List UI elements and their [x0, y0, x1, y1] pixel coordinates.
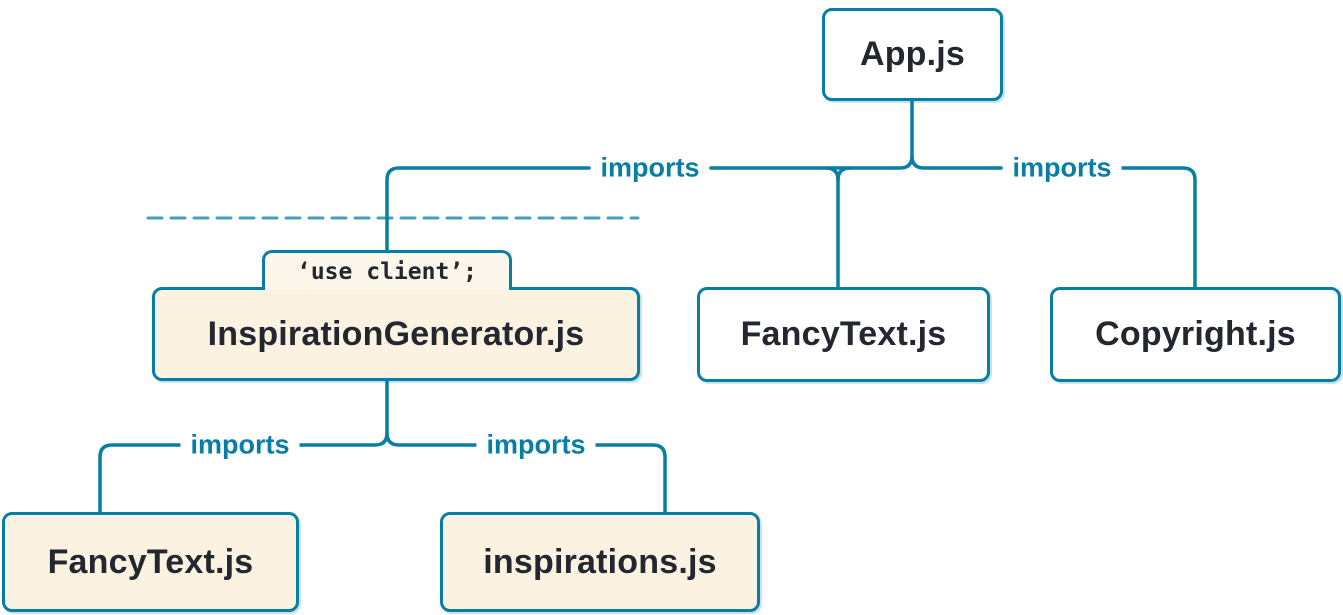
node-label: App.js [859, 35, 966, 73]
node-copyright-js: Copyright.js [1050, 287, 1341, 382]
node-app-js: App.js [822, 8, 1003, 101]
edge-label-imports: imports [476, 429, 596, 461]
node-label: FancyText.js [740, 315, 947, 353]
node-label: inspirations.js [483, 542, 717, 581]
node-label: FancyText.js [47, 542, 254, 581]
node-fancy-text-js-top: FancyText.js [697, 287, 990, 382]
node-label: InspirationGenerator.js [207, 314, 585, 353]
node-fancy-text-js-bottom: FancyText.js [2, 512, 299, 612]
node-inspirations-js: inspirations.js [440, 512, 760, 612]
edge-inspiration-to-inspirations [385, 431, 667, 518]
node-label: Copyright.js [1095, 315, 1296, 353]
edge-label-imports: imports [1002, 152, 1122, 184]
edge-label-imports: imports [590, 152, 710, 184]
edge-app-to-fancy-text-fillet [836, 166, 852, 182]
edge-app-to-copyright [910, 154, 1197, 293]
use-client-directive-tag: ‘use client’; [262, 250, 512, 290]
edge-label-imports: imports [180, 429, 300, 461]
edge-app-to-fancy-text [824, 166, 840, 293]
node-inspiration-generator-js: InspirationGenerator.js [152, 287, 640, 381]
